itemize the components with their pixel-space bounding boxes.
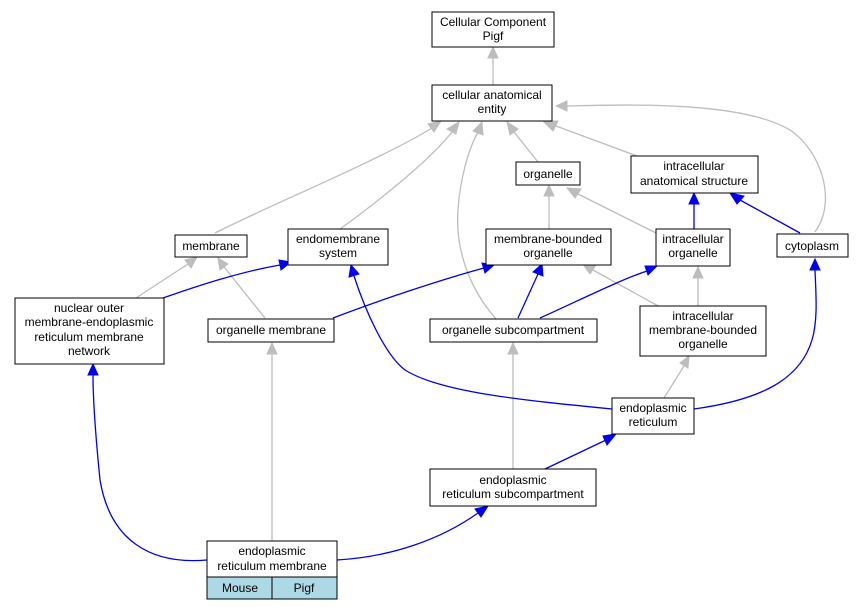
node-label-line: intracellular (663, 159, 724, 173)
edge-endomembrane-system-to-cellular-anatomical-entity (339, 120, 460, 230)
node-label-line: network (68, 344, 111, 358)
node-organelle-subcompartment[interactable]: organelle subcompartment (429, 318, 598, 343)
edge-membrane-bounded-organelle-to-organelle (543, 183, 555, 229)
edge-intracellular-organelle-to-intracellular-structure (688, 191, 700, 229)
node-membrane[interactable]: membrane (174, 234, 248, 258)
edge-er-membrane-to-er-subcompartment (336, 505, 490, 561)
node-cytoplasm[interactable]: cytoplasm (776, 233, 849, 258)
edge-endoplasmic-reticulum-to-cytoplasm (693, 257, 821, 410)
node-label-line: intracellular (672, 309, 733, 323)
node-label-line: nuclear outer (54, 301, 124, 315)
node-label-line: Cellular Component (440, 15, 547, 29)
edge-organelle-membrane-to-membrane (217, 257, 266, 319)
edge-cellular-anatomical-entity-to-cellular-component (487, 45, 499, 86)
node-label-line: organelle subcompartment (442, 323, 585, 337)
edge-cytoplasm-to-intracellular-structure (728, 192, 801, 234)
node-label-line: entity (478, 102, 507, 116)
legend-pigf-cell (271, 576, 338, 600)
edge-membrane-to-cellular-anatomical-entity (214, 120, 443, 234)
node-label-line: endomembrane (296, 232, 380, 246)
node-er-subcompartment[interactable]: endoplasmic reticulum subcompartment (429, 468, 597, 507)
node-label-line: endoplasmic (479, 473, 546, 487)
node-label-line: endoplasmic (238, 544, 305, 558)
edge-intracellular-mb-organelle-to-intracellular-organelle (692, 265, 704, 306)
edge-organelle-subcompartment-to-intracellular-organelle (539, 265, 659, 319)
node-label-line: membrane-bounded (649, 323, 757, 337)
node-label-line: membrane-endoplasmic (25, 315, 154, 329)
node-label-line: reticulum membrane (217, 559, 327, 573)
node-endomembrane-system[interactable]: endomembrane system (287, 228, 389, 266)
node-label-line: reticulum (629, 415, 678, 429)
edge-er-subcompartment-to-endoplasmic-reticulum (544, 433, 618, 470)
node-label-line: membrane (182, 239, 240, 253)
edge-nuclear-outer-network-to-endomembrane-system (162, 259, 293, 299)
node-label-line: membrane-bounded (494, 232, 602, 246)
edge-endoplasmic-reticulum-to-endomembrane-system (348, 263, 613, 410)
node-label-line: reticulum subcompartment (442, 487, 584, 501)
node-er-membrane[interactable]: endoplasmic reticulum membrane (206, 540, 338, 578)
edge-er-subcompartment-to-organelle-subcompartment (507, 341, 519, 469)
node-intracellular-organelle[interactable]: intracellular organelle (655, 228, 731, 267)
node-intracellular-anatomical-structure[interactable]: intracellular anatomical structure (630, 155, 759, 194)
node-organelle[interactable]: organelle (515, 161, 581, 186)
edge-er-membrane-to-organelle-membrane (266, 341, 278, 541)
edge-organelle-to-cellular-anatomical-entity (506, 120, 539, 163)
node-label-line: intracellular (662, 232, 723, 246)
node-label-line: system (319, 246, 357, 260)
edge-nuclear-outer-network-to-membrane (135, 256, 198, 299)
node-cellular-anatomical-entity[interactable]: cellular anatomical entity (431, 84, 553, 122)
node-label-line: organelle (668, 246, 718, 260)
node-label-line: anatomical structure (640, 174, 748, 188)
node-label-line: cytoplasm (785, 239, 839, 253)
node-organelle-membrane[interactable]: organelle membrane (207, 318, 335, 343)
node-label-line: cellular anatomical (442, 88, 541, 102)
edge-er-membrane-to-nuclear-outer-network (87, 362, 208, 562)
node-label-line: endoplasmic (619, 401, 686, 415)
edge-organelle-subcompartment-to-cellular-anatomical-entity (456, 120, 498, 321)
edge-cytoplasm-to-cellular-anatomical-entity (554, 100, 827, 233)
node-label-line: reticulum membrane (34, 330, 144, 344)
node-endoplasmic-reticulum[interactable]: endoplasmic reticulum (611, 397, 695, 435)
node-label-line: Pigf (483, 29, 504, 43)
legend-pigf-label: Pigf (294, 581, 315, 595)
node-cellular-component-pigf[interactable]: Cellular Component Pigf (431, 11, 555, 48)
edge-endoplasmic-reticulum-to-intracellular-mb-organelle (663, 354, 690, 399)
node-nuclear-outer-membrane-er-network[interactable]: nuclear outer membrane-endoplasmic retic… (14, 297, 165, 365)
species-legend: Mouse Pigf (206, 576, 338, 600)
node-intracellular-membrane-bounded-organelle[interactable]: intracellular membrane-bounded organelle (639, 305, 767, 357)
legend-mouse-label: Mouse (222, 581, 258, 595)
edge-intracellular-structure-to-cellular-anatomical-entity (541, 120, 638, 157)
node-membrane-bounded-organelle[interactable]: membrane-bounded organelle (485, 228, 612, 266)
node-label-line: organelle (678, 337, 728, 351)
node-label-line: organelle (523, 246, 573, 260)
edge-organelle-subcompartment-to-membrane-bounded-organelle (517, 262, 544, 319)
edge-intracellular-organelle-to-organelle (565, 187, 657, 234)
node-label-line: organelle membrane (216, 323, 326, 337)
node-label-line: organelle (523, 167, 573, 181)
